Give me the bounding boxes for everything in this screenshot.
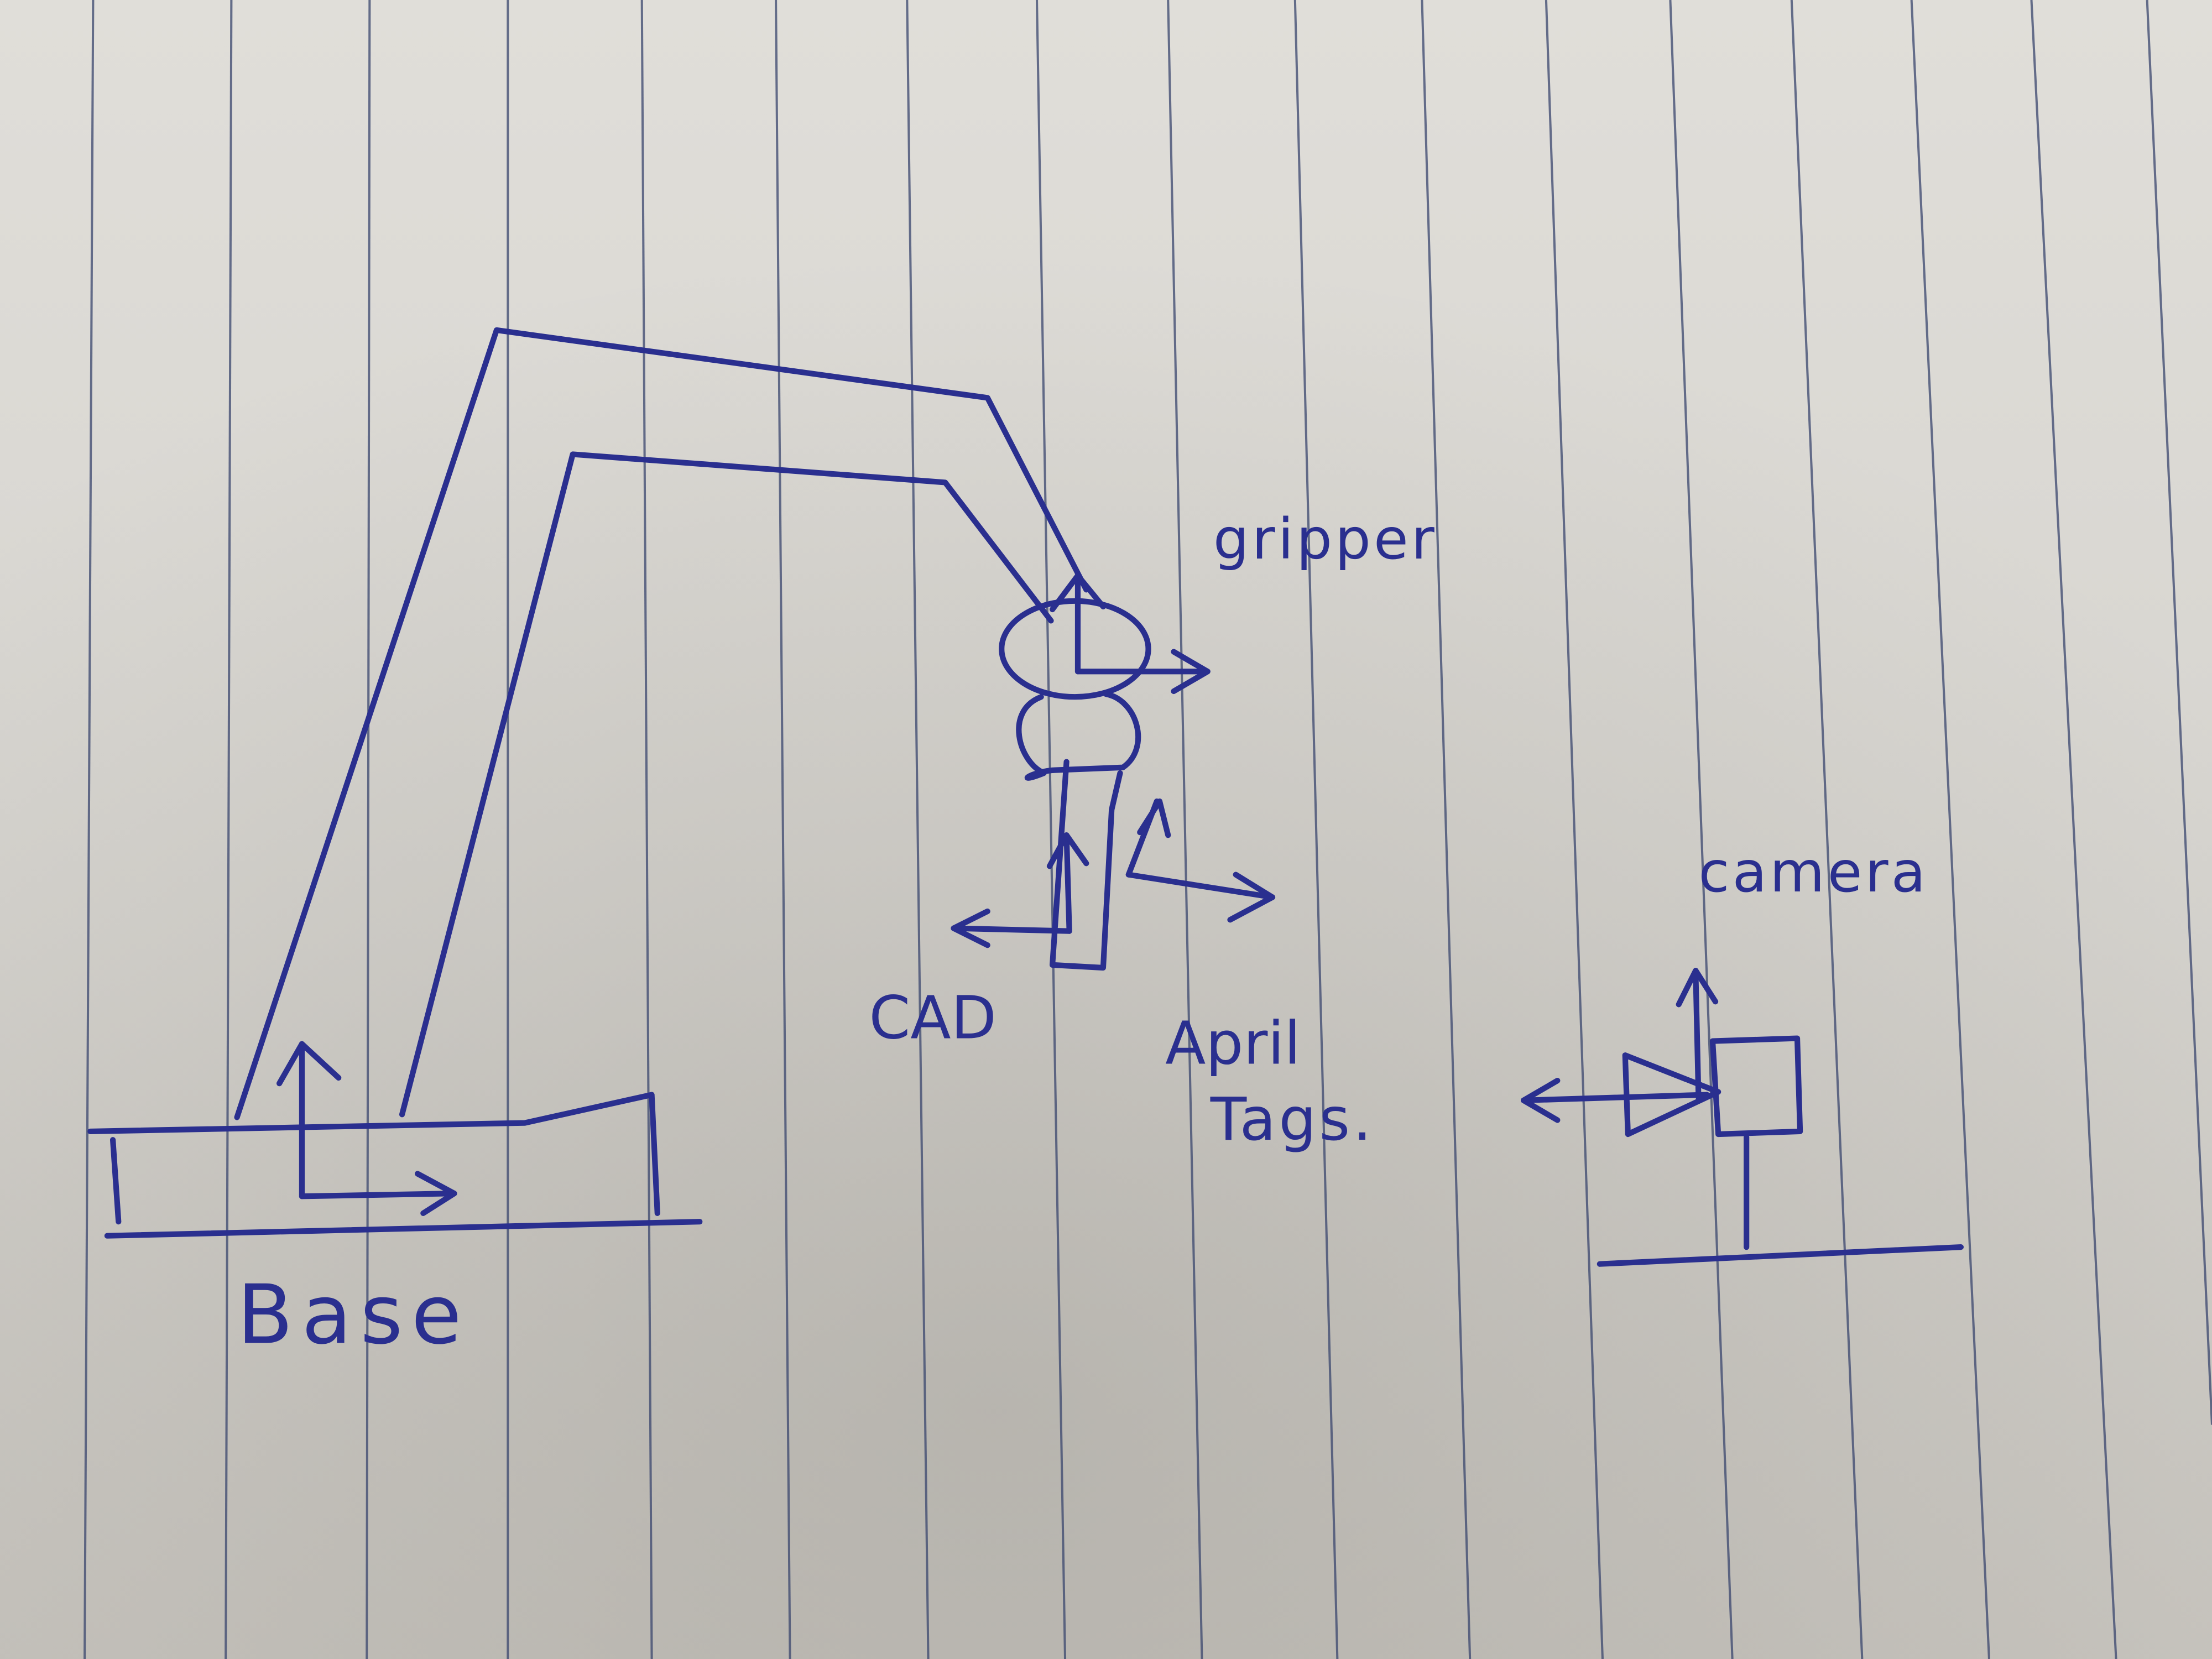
camera-body bbox=[1709, 1035, 1803, 1138]
gripper-finger bbox=[1049, 759, 1123, 971]
robot-arm-outer-edge bbox=[234, 327, 1089, 1120]
robot-arm bbox=[234, 327, 1089, 1120]
gripper-body bbox=[1016, 691, 1141, 781]
base-frame-axes bbox=[276, 1041, 457, 1216]
gripper-frame-axes bbox=[1049, 572, 1211, 695]
label-gripper: gripper bbox=[1213, 507, 1437, 572]
label-cad: CAD bbox=[869, 984, 997, 1053]
ruled-lines bbox=[84, 0, 2212, 1659]
label-april-line2: Tags. bbox=[1210, 1086, 1375, 1154]
label-april-line1: April bbox=[1165, 1009, 1301, 1078]
camera-frame-axes bbox=[1520, 968, 1719, 1123]
camera-ground bbox=[1597, 1244, 1964, 1267]
cad-frame-axes bbox=[951, 832, 1089, 948]
robot-arm-inner-edge bbox=[399, 451, 1054, 1118]
april-tag-frame-axes bbox=[1125, 798, 1276, 923]
label-base: Base bbox=[237, 1267, 470, 1363]
label-camera: camera bbox=[1698, 839, 1928, 905]
base-platform bbox=[87, 1092, 703, 1239]
